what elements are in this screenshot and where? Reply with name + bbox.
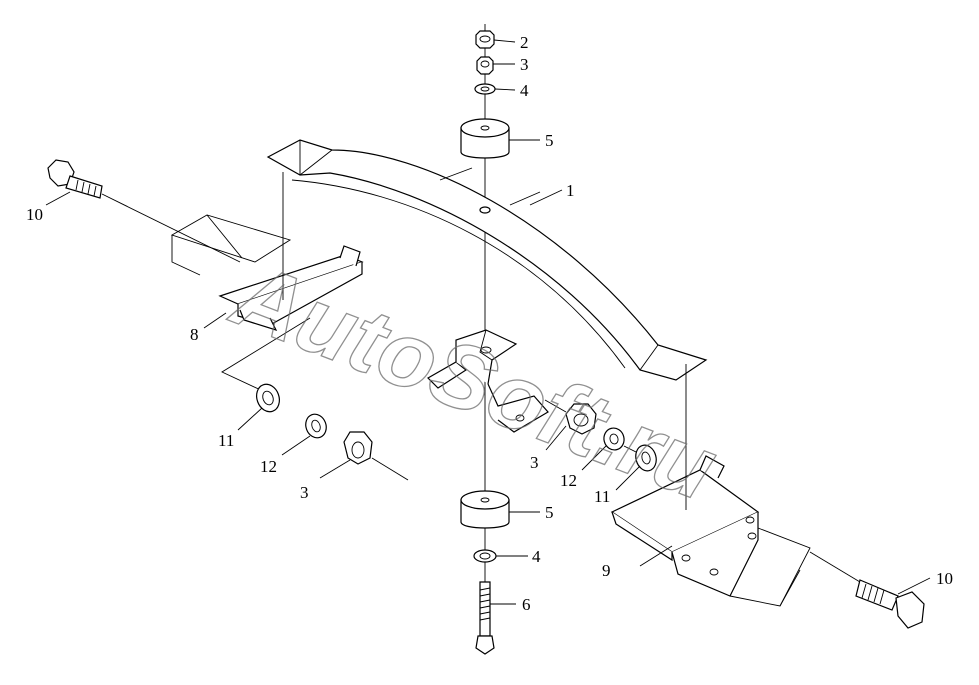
callout-11-left: 11	[218, 431, 234, 450]
callout-12-right: 12	[560, 471, 577, 490]
top-nut-part	[475, 30, 495, 49]
central-bracket-part	[427, 329, 549, 433]
callout-3-right: 3	[530, 453, 539, 472]
callout-1: 1	[566, 181, 575, 200]
callout-4-top: 4	[520, 81, 529, 100]
callout-12-left: 12	[260, 457, 277, 476]
right-bracket-part	[610, 364, 871, 607]
callout-10-left: 10	[26, 205, 43, 224]
bottom-washer-part	[473, 549, 497, 563]
right-lock-washer-part	[603, 427, 625, 451]
left-lock-washer-part	[305, 413, 327, 439]
left-nut-part	[343, 431, 409, 481]
bottom-rubber-bushing-part	[460, 490, 510, 529]
callout-labels: 1 2 3 4 5 10 8 11 12 3 3 12 11 5 4 9 6 1…	[26, 33, 953, 614]
left-bracket-part	[170, 172, 364, 393]
callout-5-bottom: 5	[545, 503, 554, 522]
callout-10-right: 10	[936, 569, 953, 588]
right-bolt-part	[855, 579, 925, 629]
callout-4-bottom: 4	[532, 547, 541, 566]
callout-11-right: 11	[594, 487, 610, 506]
left-bolt-part	[47, 159, 241, 263]
callout-2: 2	[520, 33, 529, 52]
callout-8: 8	[190, 325, 199, 344]
callout-3-top: 3	[520, 55, 529, 74]
top-lock-nut-part	[476, 56, 494, 75]
watermark-text: AutoSoft.ru	[219, 243, 730, 520]
long-bolt-part	[475, 581, 495, 655]
right-flat-washer-part	[623, 444, 657, 472]
callout-3-left: 3	[300, 483, 309, 502]
callout-9: 9	[602, 561, 611, 580]
callout-6: 6	[522, 595, 531, 614]
right-nut-part	[544, 399, 597, 435]
leader-lines	[45, 39, 931, 605]
top-rubber-bushing-part	[460, 118, 510, 159]
curved-strap-part	[266, 139, 708, 381]
left-flat-washer-part	[256, 383, 280, 413]
callout-5-top: 5	[545, 131, 554, 150]
top-washer-part	[474, 83, 496, 95]
